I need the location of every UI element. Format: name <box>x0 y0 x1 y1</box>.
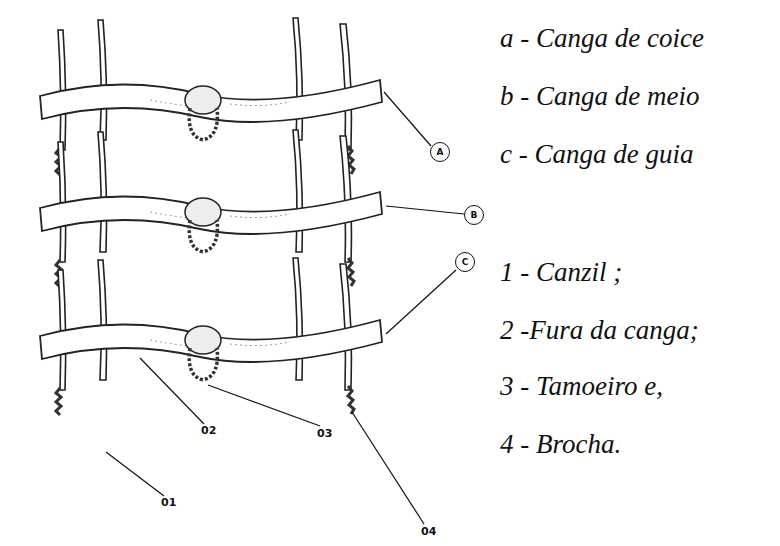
legend-note: 1 - Canzil ; <box>500 258 622 288</box>
legend-note: a - Canga de coice <box>500 24 704 54</box>
legend-note: 3 - Tamoeiro e, <box>500 372 663 402</box>
callout-circle: B <box>464 205 484 225</box>
legend-note: c - Canga de guia <box>500 140 693 170</box>
callout-number: 04 <box>420 526 437 538</box>
callout-letter: B <box>471 210 478 220</box>
callout-circle: C <box>455 252 475 272</box>
callout-number: 03 <box>316 428 333 440</box>
legend-note: 4 - Brocha. <box>500 430 621 460</box>
legend-note: b - Canga de meio <box>500 82 699 112</box>
callout-letter: C <box>462 257 469 267</box>
callout-number: 01 <box>160 497 177 509</box>
callout-circle: A <box>430 142 450 162</box>
callout-number: 02 <box>200 425 217 437</box>
callout-letter: A <box>437 147 444 157</box>
legend-note: 2 -Fura da canga; <box>500 316 699 346</box>
